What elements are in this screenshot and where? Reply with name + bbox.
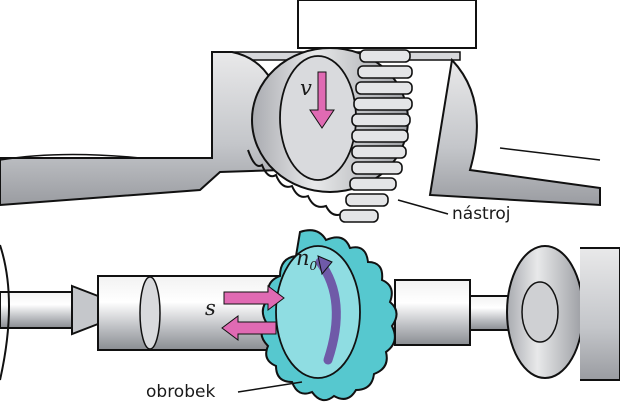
feed-arrows-icon <box>221 285 285 341</box>
rotation-arrow-icon <box>317 255 333 276</box>
workpiece-label: obrobek <box>146 382 216 402</box>
workpiece-shaft <box>0 244 511 381</box>
rotation-symbol: n0 <box>296 246 317 273</box>
workpiece-leader-line <box>237 381 303 393</box>
workpiece-gear <box>260 229 398 402</box>
tool-leader-line <box>397 199 449 215</box>
tailstock <box>506 245 620 381</box>
velocity-arrow-icon <box>309 71 335 129</box>
shaper-cutter <box>247 47 413 223</box>
feed-symbol: s <box>205 296 216 320</box>
tool-label: nástroj <box>452 204 511 224</box>
velocity-symbol: v <box>300 76 312 100</box>
rotation-symbol-subscript: 0 <box>309 259 318 274</box>
rotation-symbol-letter: n <box>296 246 310 270</box>
